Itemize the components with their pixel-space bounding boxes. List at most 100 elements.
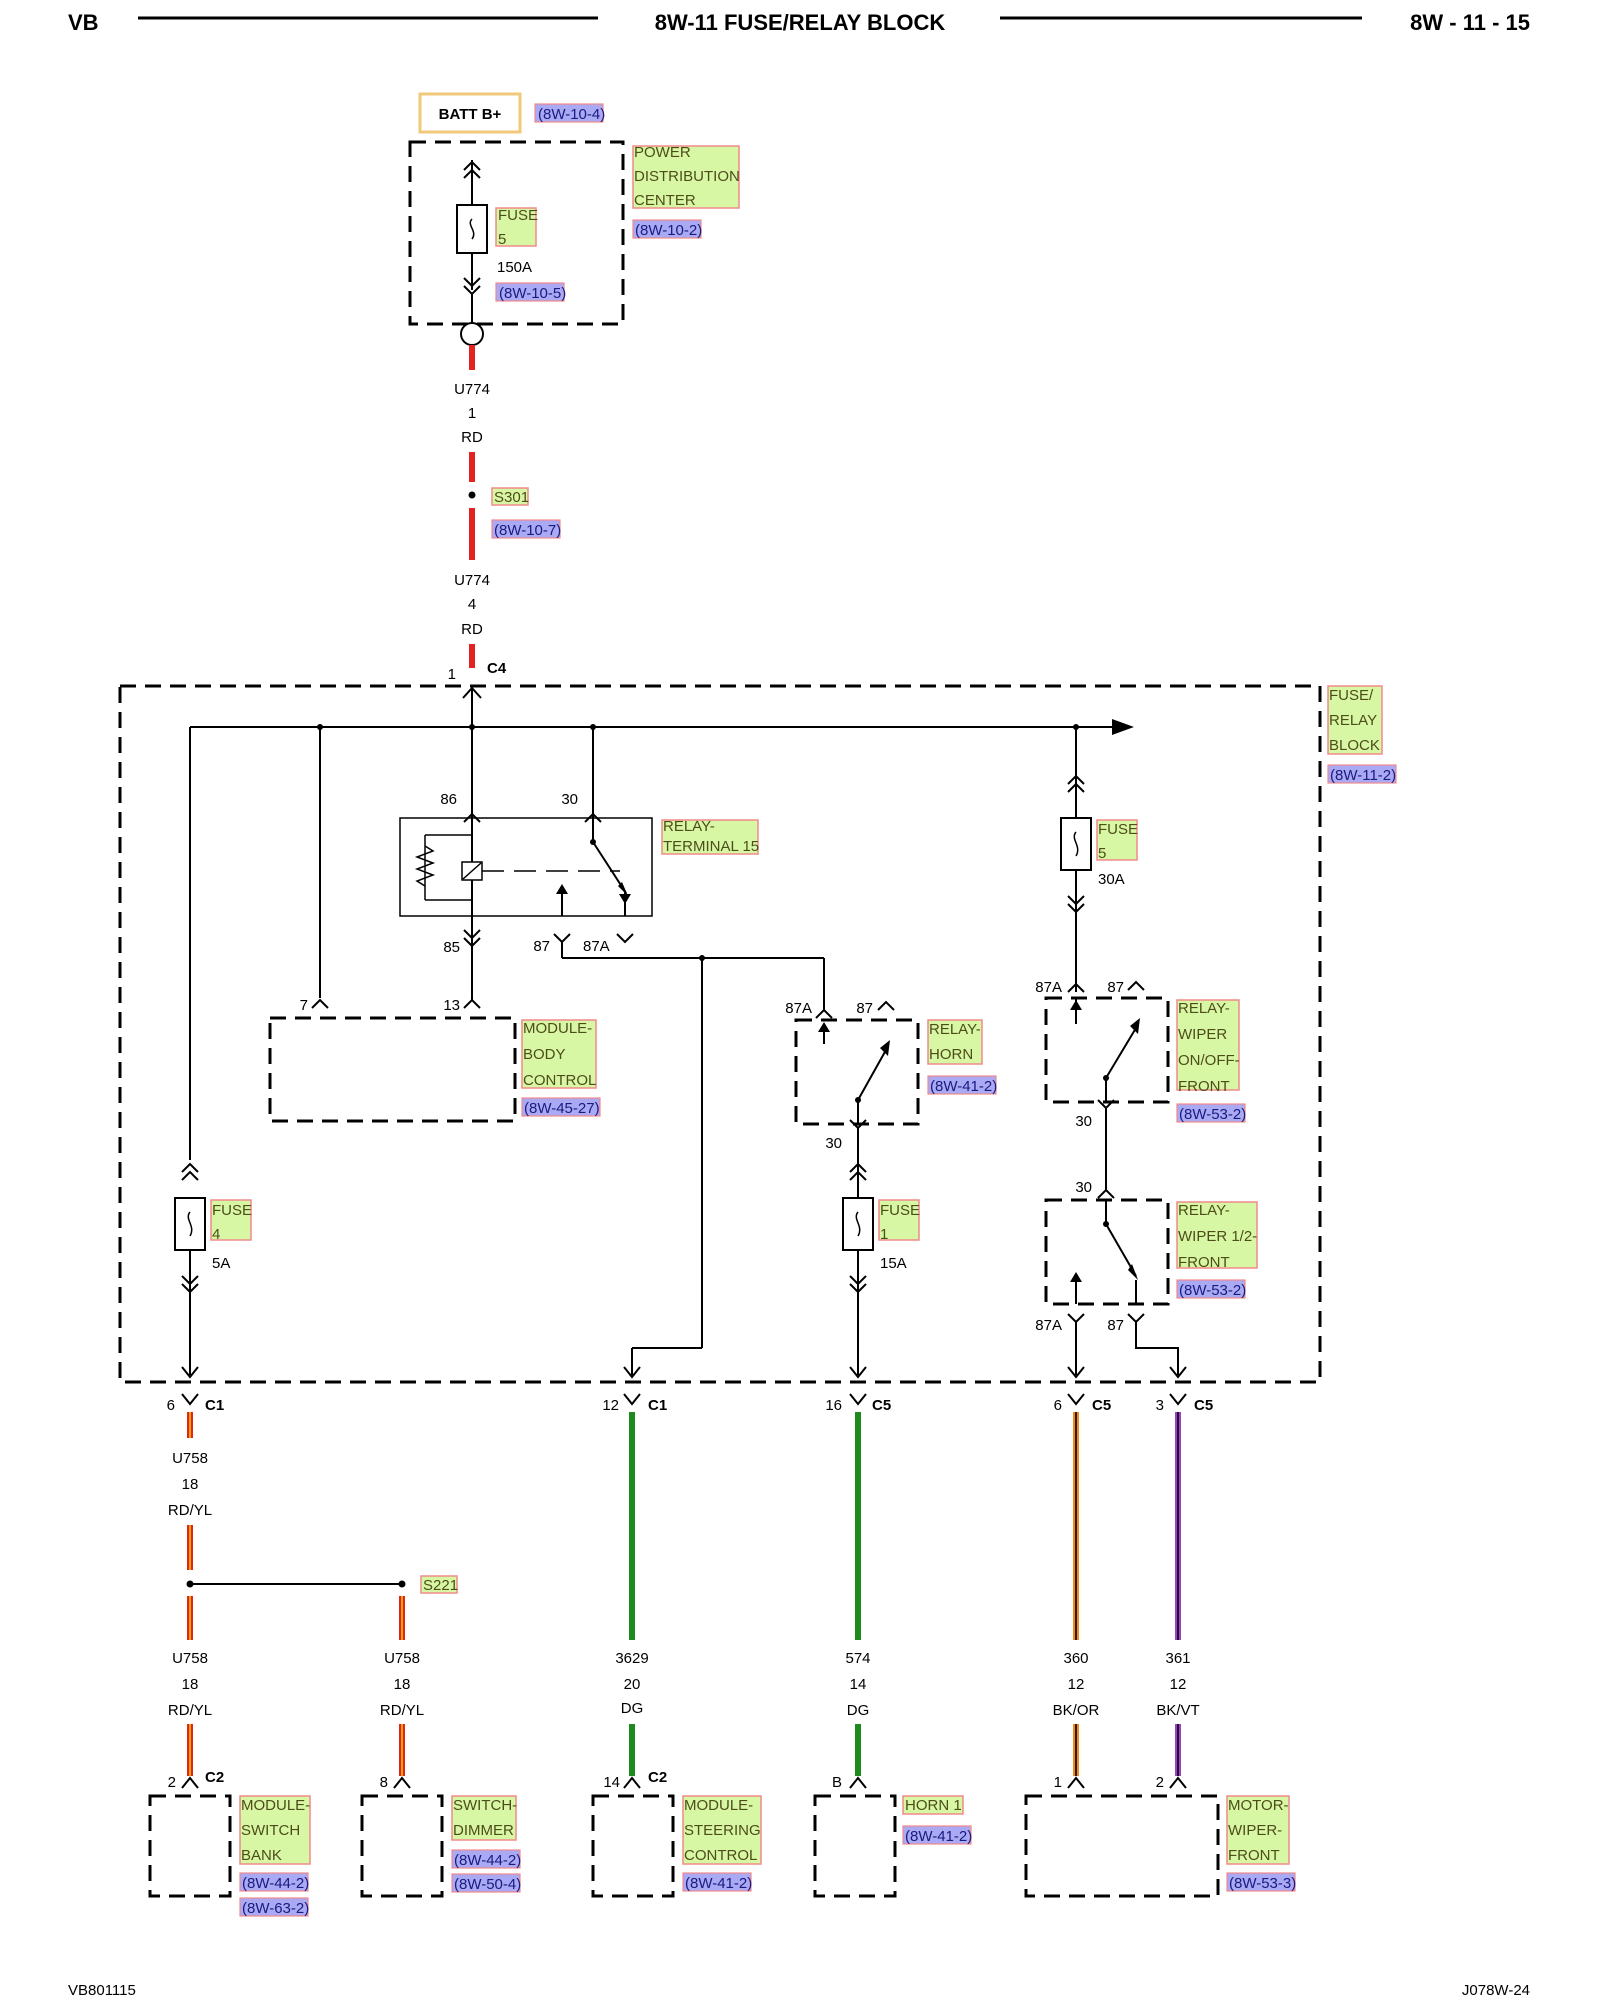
wire-u758-circuit: U758 [172, 1450, 208, 1467]
msc-ref-box [682, 1872, 752, 1892]
mwf-ref-box [1226, 1872, 1296, 1892]
frb-name-1: FUSE/ [1329, 687, 1374, 704]
wire-u774-gauge: 1 [468, 405, 476, 422]
resistor-icon [414, 845, 436, 887]
horn-name: HORN 1 [905, 1797, 962, 1814]
horn-relay-pin-30: 30 [825, 1135, 842, 1152]
sd-name-box [451, 1795, 517, 1841]
pdc-fuse-ref[interactable]: (8W-10-5) [499, 285, 566, 302]
motor-wiper-front-boundary [1024, 1794, 1220, 1898]
relay-switch-contact-icon [1105, 1027, 1137, 1079]
s301-ref-box [491, 519, 561, 539]
wire-u758-gauge: 18 [182, 1476, 199, 1493]
rt15-name-1: RELAY- [663, 818, 715, 835]
wire-574-circuit: 574 [845, 1650, 870, 1667]
msc-conn: C2 [648, 1769, 667, 1786]
relay-switch-contact-icon [857, 1049, 887, 1101]
msb-ref-box-2 [239, 1897, 309, 1917]
mwf-name-2: WIPER- [1228, 1822, 1282, 1839]
wiper-half-name-2: WIPER 1/2- [1178, 1228, 1257, 1245]
sd-ref-2[interactable]: (8W-50-4) [454, 1876, 521, 1893]
fuse4-rating: 5A [212, 1255, 230, 1272]
header-right: 8W - 11 - 15 [1410, 10, 1530, 35]
wire-u774b-color: RD [461, 621, 483, 638]
pdc-fuse-label-2: 5 [498, 231, 506, 248]
frb-ref[interactable]: (8W-11-2) [1330, 767, 1396, 784]
mwf-pin-1: 1 [1054, 1774, 1062, 1791]
wiper-half-name-3: FRONT [1178, 1254, 1230, 1271]
horn-ref[interactable]: (8W-41-2) [905, 1828, 972, 1845]
sd-ref-box-1 [451, 1849, 521, 1869]
rt15-pin-87: 87 [533, 938, 550, 955]
msc-ref[interactable]: (8W-41-2) [685, 1875, 752, 1892]
s301-ref[interactable]: (8W-10-7) [494, 522, 561, 539]
pdc-name-line-2: DISTRIBUTION [634, 168, 740, 185]
mbc-ref[interactable]: (8W-45-27) [524, 1100, 600, 1117]
wire-u758-color: RD/YL [168, 1502, 212, 1519]
msc-name-2: STEERING [684, 1822, 761, 1839]
msb-ref-2[interactable]: (8W-63-2) [242, 1900, 309, 1917]
batt-ref[interactable]: (8W-10-4) [538, 106, 605, 123]
wire-u758b-gauge: 18 [182, 1676, 199, 1693]
wiper-half-name-1: RELAY- [1178, 1202, 1230, 1219]
fuse5-30a-label-1: FUSE [1098, 821, 1138, 838]
wiper-onoff-name-box [1176, 999, 1240, 1091]
module-body-control-boundary [268, 1016, 517, 1123]
batt-label: BATT B+ [439, 106, 502, 123]
wiper-onoff-name-4: FRONT [1178, 1078, 1230, 1095]
msc-pin: 14 [603, 1774, 620, 1791]
horn-relay-ref[interactable]: (8W-41-2) [930, 1078, 997, 1095]
sd-ref-box-2 [451, 1873, 521, 1893]
wire-u774b-gauge: 4 [468, 596, 476, 613]
out-c5-6-pin: 6 [1054, 1397, 1062, 1414]
rt15-pin-85: 85 [443, 939, 460, 956]
wiper-onoff-ref[interactable]: (8W-53-2) [1179, 1106, 1246, 1123]
s221-label: S221 [423, 1577, 458, 1594]
mbc-pin-7: 7 [300, 997, 308, 1014]
mwf-pin-2: 2 [1156, 1774, 1164, 1791]
horn-relay-pin-87a: 87A [785, 1000, 812, 1017]
terminal-eyelet-icon [460, 322, 484, 346]
wire-3629-circuit: 3629 [615, 1650, 648, 1667]
wiper-half-name-box [1176, 1201, 1258, 1269]
wire-u774b-circuit: U774 [454, 572, 490, 589]
wiper-half-pin-30: 30 [1075, 1179, 1092, 1196]
sd-name-2: DIMMER [453, 1822, 514, 1839]
mbc-pin-13: 13 [443, 997, 460, 1014]
horn-relay-name-1: RELAY- [929, 1021, 981, 1038]
footer-left: VB801115 [68, 1982, 136, 1999]
footer-right: J078W-24 [1462, 1982, 1530, 1999]
out-c5-6-conn: C5 [1092, 1397, 1111, 1414]
out-c1-12-pin: 12 [602, 1397, 619, 1414]
horn-1-boundary [813, 1794, 897, 1898]
wire-361-gauge: 12 [1170, 1676, 1187, 1693]
wire-3629-gauge: 20 [624, 1676, 641, 1693]
rt15-pin-30: 30 [561, 791, 578, 808]
rt15-name-2: TERMINAL 15 [663, 838, 759, 855]
msb-name-box [239, 1795, 311, 1865]
pdc-fuse-rating: 150A [497, 259, 532, 276]
wire-u774-color: RD [461, 429, 483, 446]
fuse-relay-block-boundary [118, 684, 1322, 1384]
msb-name-1: MODULE- [241, 1797, 310, 1814]
mbc-name-box [521, 1019, 597, 1089]
wire-3629-color: DG [621, 1700, 644, 1717]
pdc-ref[interactable]: (8W-10-2) [635, 222, 702, 239]
wiper-half-ref[interactable]: (8W-53-2) [1179, 1282, 1246, 1299]
mwf-ref[interactable]: (8W-53-3) [1229, 1875, 1296, 1892]
fuse1-rating: 15A [880, 1255, 907, 1272]
msb-ref-1[interactable]: (8W-44-2) [242, 1875, 309, 1892]
sd-ref-1[interactable]: (8W-44-2) [454, 1852, 521, 1869]
fuse4-label-box [210, 1199, 252, 1241]
wiper-half-pin-87a: 87A [1035, 1317, 1062, 1334]
batt-box [418, 92, 522, 134]
wiper-half-ref-box [1176, 1279, 1246, 1299]
module-switch-bank-boundary [148, 1794, 232, 1898]
pdc-name-line-1: POWER [634, 144, 691, 161]
frb-name-2: RELAY [1329, 712, 1377, 729]
connector-female-icon [463, 160, 481, 171]
wire-u758c-color: RD/YL [380, 1702, 424, 1719]
mbc-name-2: BODY [523, 1046, 566, 1063]
msb-name-2: SWITCH [241, 1822, 300, 1839]
pdc-name-line-3: CENTER [634, 192, 696, 209]
